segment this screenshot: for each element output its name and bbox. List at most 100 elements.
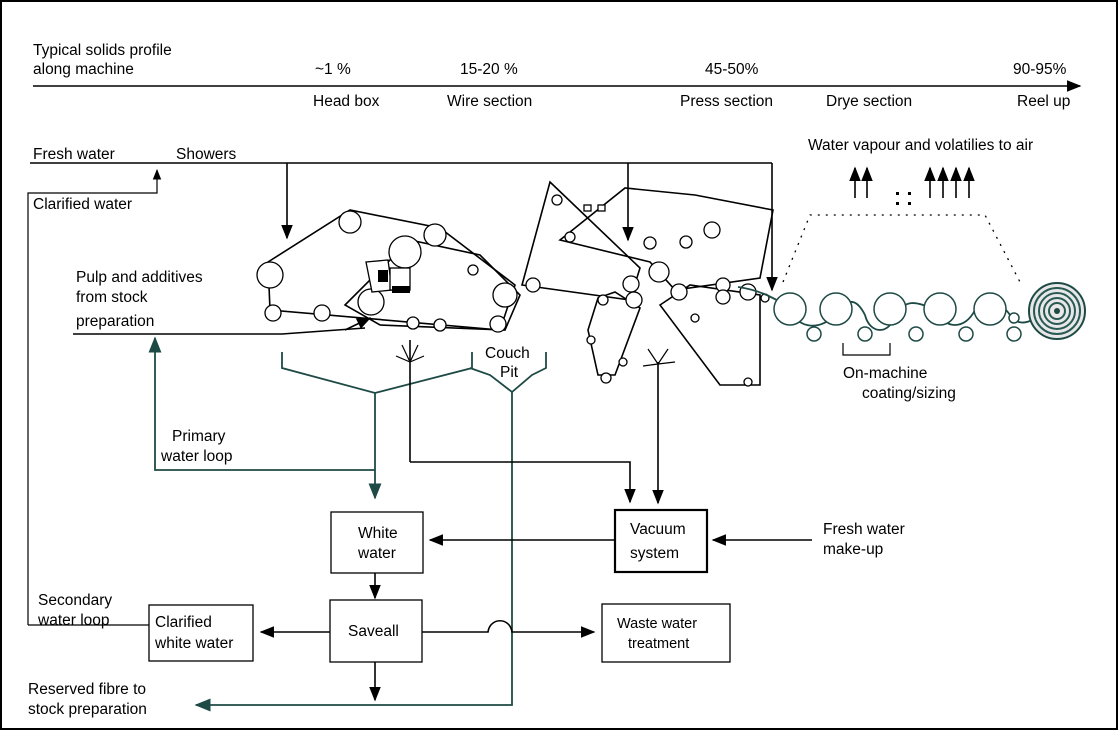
section-wire: Wire section	[447, 93, 532, 110]
dryer-felt-roll	[908, 326, 924, 342]
pulp-feed-line	[73, 327, 366, 335]
coating-label-line1: On-machine	[843, 365, 927, 382]
press-roll	[739, 283, 757, 301]
clarified-water-return-line	[27, 168, 162, 625]
profile-title-line1: Typical solids profile	[33, 42, 172, 59]
press-roll	[583, 204, 592, 212]
wire-roll	[489, 315, 507, 333]
clarified-ww-line1: Clarified	[155, 614, 212, 631]
vacuum-system-box: Vacuum system	[613, 508, 709, 574]
vacuum-line1: Vacuum	[630, 521, 686, 538]
press-roll	[618, 357, 628, 367]
secondary-line1: Secondary	[38, 592, 112, 609]
flow-arrows	[28, 534, 812, 702]
profile-title-line2: along machine	[33, 61, 134, 78]
dryer-felt-roll	[1006, 326, 1022, 342]
suction-fan-wire	[395, 344, 425, 364]
wire-roll	[423, 223, 447, 247]
waste-line2: treatment	[628, 636, 689, 652]
press-roll	[551, 194, 563, 206]
couch-label-line1: Couch	[485, 345, 530, 362]
wire-roll	[467, 264, 479, 276]
solids-press: 45-50%	[705, 61, 759, 78]
reserved-fibre-line	[194, 392, 513, 712]
section-dryer: Drye section	[826, 93, 912, 110]
section-reel-up: Reel up	[1017, 93, 1070, 110]
wire-section: Pulp and additives from stock preparatio…	[73, 209, 521, 335]
saveall-to-waste	[422, 619, 596, 638]
press-roll	[600, 372, 612, 384]
white-water-box: White water	[330, 511, 424, 574]
press-roll	[625, 291, 643, 309]
solids-reel: 90-95%	[1013, 61, 1067, 78]
press-roll	[643, 236, 657, 250]
vacuum-line2: system	[630, 545, 679, 562]
primary-label-line2: water loop	[160, 448, 233, 465]
section-press: Press section	[680, 93, 773, 110]
dryer-felt-roll	[806, 326, 822, 342]
clarified-water-label: Clarified water	[33, 196, 132, 213]
dryer-cylinder	[773, 292, 807, 326]
reserved-line2: stock preparation	[28, 701, 147, 718]
secondary-line2: water loop	[37, 612, 110, 629]
dryer-cylinder	[973, 292, 1007, 326]
primary-label-line1: Primary	[172, 428, 226, 445]
reel-icon	[1028, 282, 1086, 340]
press-roll	[525, 277, 541, 293]
clarified-ww-line2: white water	[154, 635, 233, 652]
press-roll	[679, 235, 693, 249]
press-roll	[586, 335, 596, 345]
coating-bracket	[842, 343, 891, 356]
waste-water-box: Waste water treatment	[601, 603, 731, 663]
press-roll	[715, 289, 731, 305]
side-labels: Fresh water make-up Secondary water loop…	[28, 521, 905, 718]
dryer-hood-dotted	[782, 214, 1021, 283]
dryer-cylinder	[923, 292, 957, 326]
reserved-line1: Reserved fibre to	[28, 681, 146, 698]
dryer-cylinder	[873, 292, 907, 326]
press-roll	[703, 221, 721, 239]
white-water-line1: White	[358, 525, 398, 542]
couch-label-line2: Pit	[500, 364, 519, 381]
dryer-felt-roll	[857, 326, 873, 342]
wire-roll	[313, 304, 331, 322]
forming-roll	[388, 235, 422, 269]
press-roll	[622, 275, 640, 293]
coating-label-line2: coating/sizing	[862, 385, 956, 402]
wire-roll	[433, 318, 447, 332]
clarified-white-water-box: Clarified white water	[148, 604, 254, 662]
dryer-cylinder	[819, 292, 853, 326]
suction-fan-press	[642, 348, 676, 367]
saveall-box: Saveall	[329, 599, 423, 663]
fresh-makeup-line2: make-up	[823, 541, 883, 558]
fresh-water-header: Fresh water Showers Clarified water	[27, 146, 778, 625]
fresh-makeup-line1: Fresh water	[823, 521, 905, 538]
headbox-icon	[365, 259, 411, 293]
vapour-group: Water vapour and volatilies to air	[782, 137, 1033, 283]
white-water-line2: water	[357, 545, 396, 562]
wire-to-vacuum-line	[410, 461, 636, 504]
pulp-feed-arrow	[344, 317, 372, 331]
dryer-felt-roll	[958, 326, 974, 342]
press-felt-3	[587, 291, 641, 376]
vapour-label: Water vapour and volatilies to air	[808, 137, 1033, 154]
hood-dots	[896, 192, 911, 205]
wire-roll	[338, 210, 362, 234]
white-water-collection: Couch Pit Primary water loop	[148, 336, 547, 712]
press-roll	[564, 231, 576, 243]
pulp-label-line1: Pulp and additives	[76, 269, 203, 286]
press-roll	[648, 261, 670, 283]
dryer-section: On-machine coating/sizing	[737, 282, 1086, 402]
press-roll	[690, 313, 700, 323]
wire-roll	[492, 282, 518, 308]
press-roll	[670, 283, 688, 301]
solids-wire: 15-20 %	[460, 61, 518, 78]
showers-label: Showers	[176, 146, 237, 163]
wire-roll	[256, 261, 284, 289]
waste-line1: Waste water	[617, 616, 697, 632]
primary-loop-line	[148, 336, 375, 471]
vacuum-connections	[395, 340, 676, 505]
press-section	[520, 180, 774, 387]
pulp-label-line3: preparation	[76, 313, 154, 330]
